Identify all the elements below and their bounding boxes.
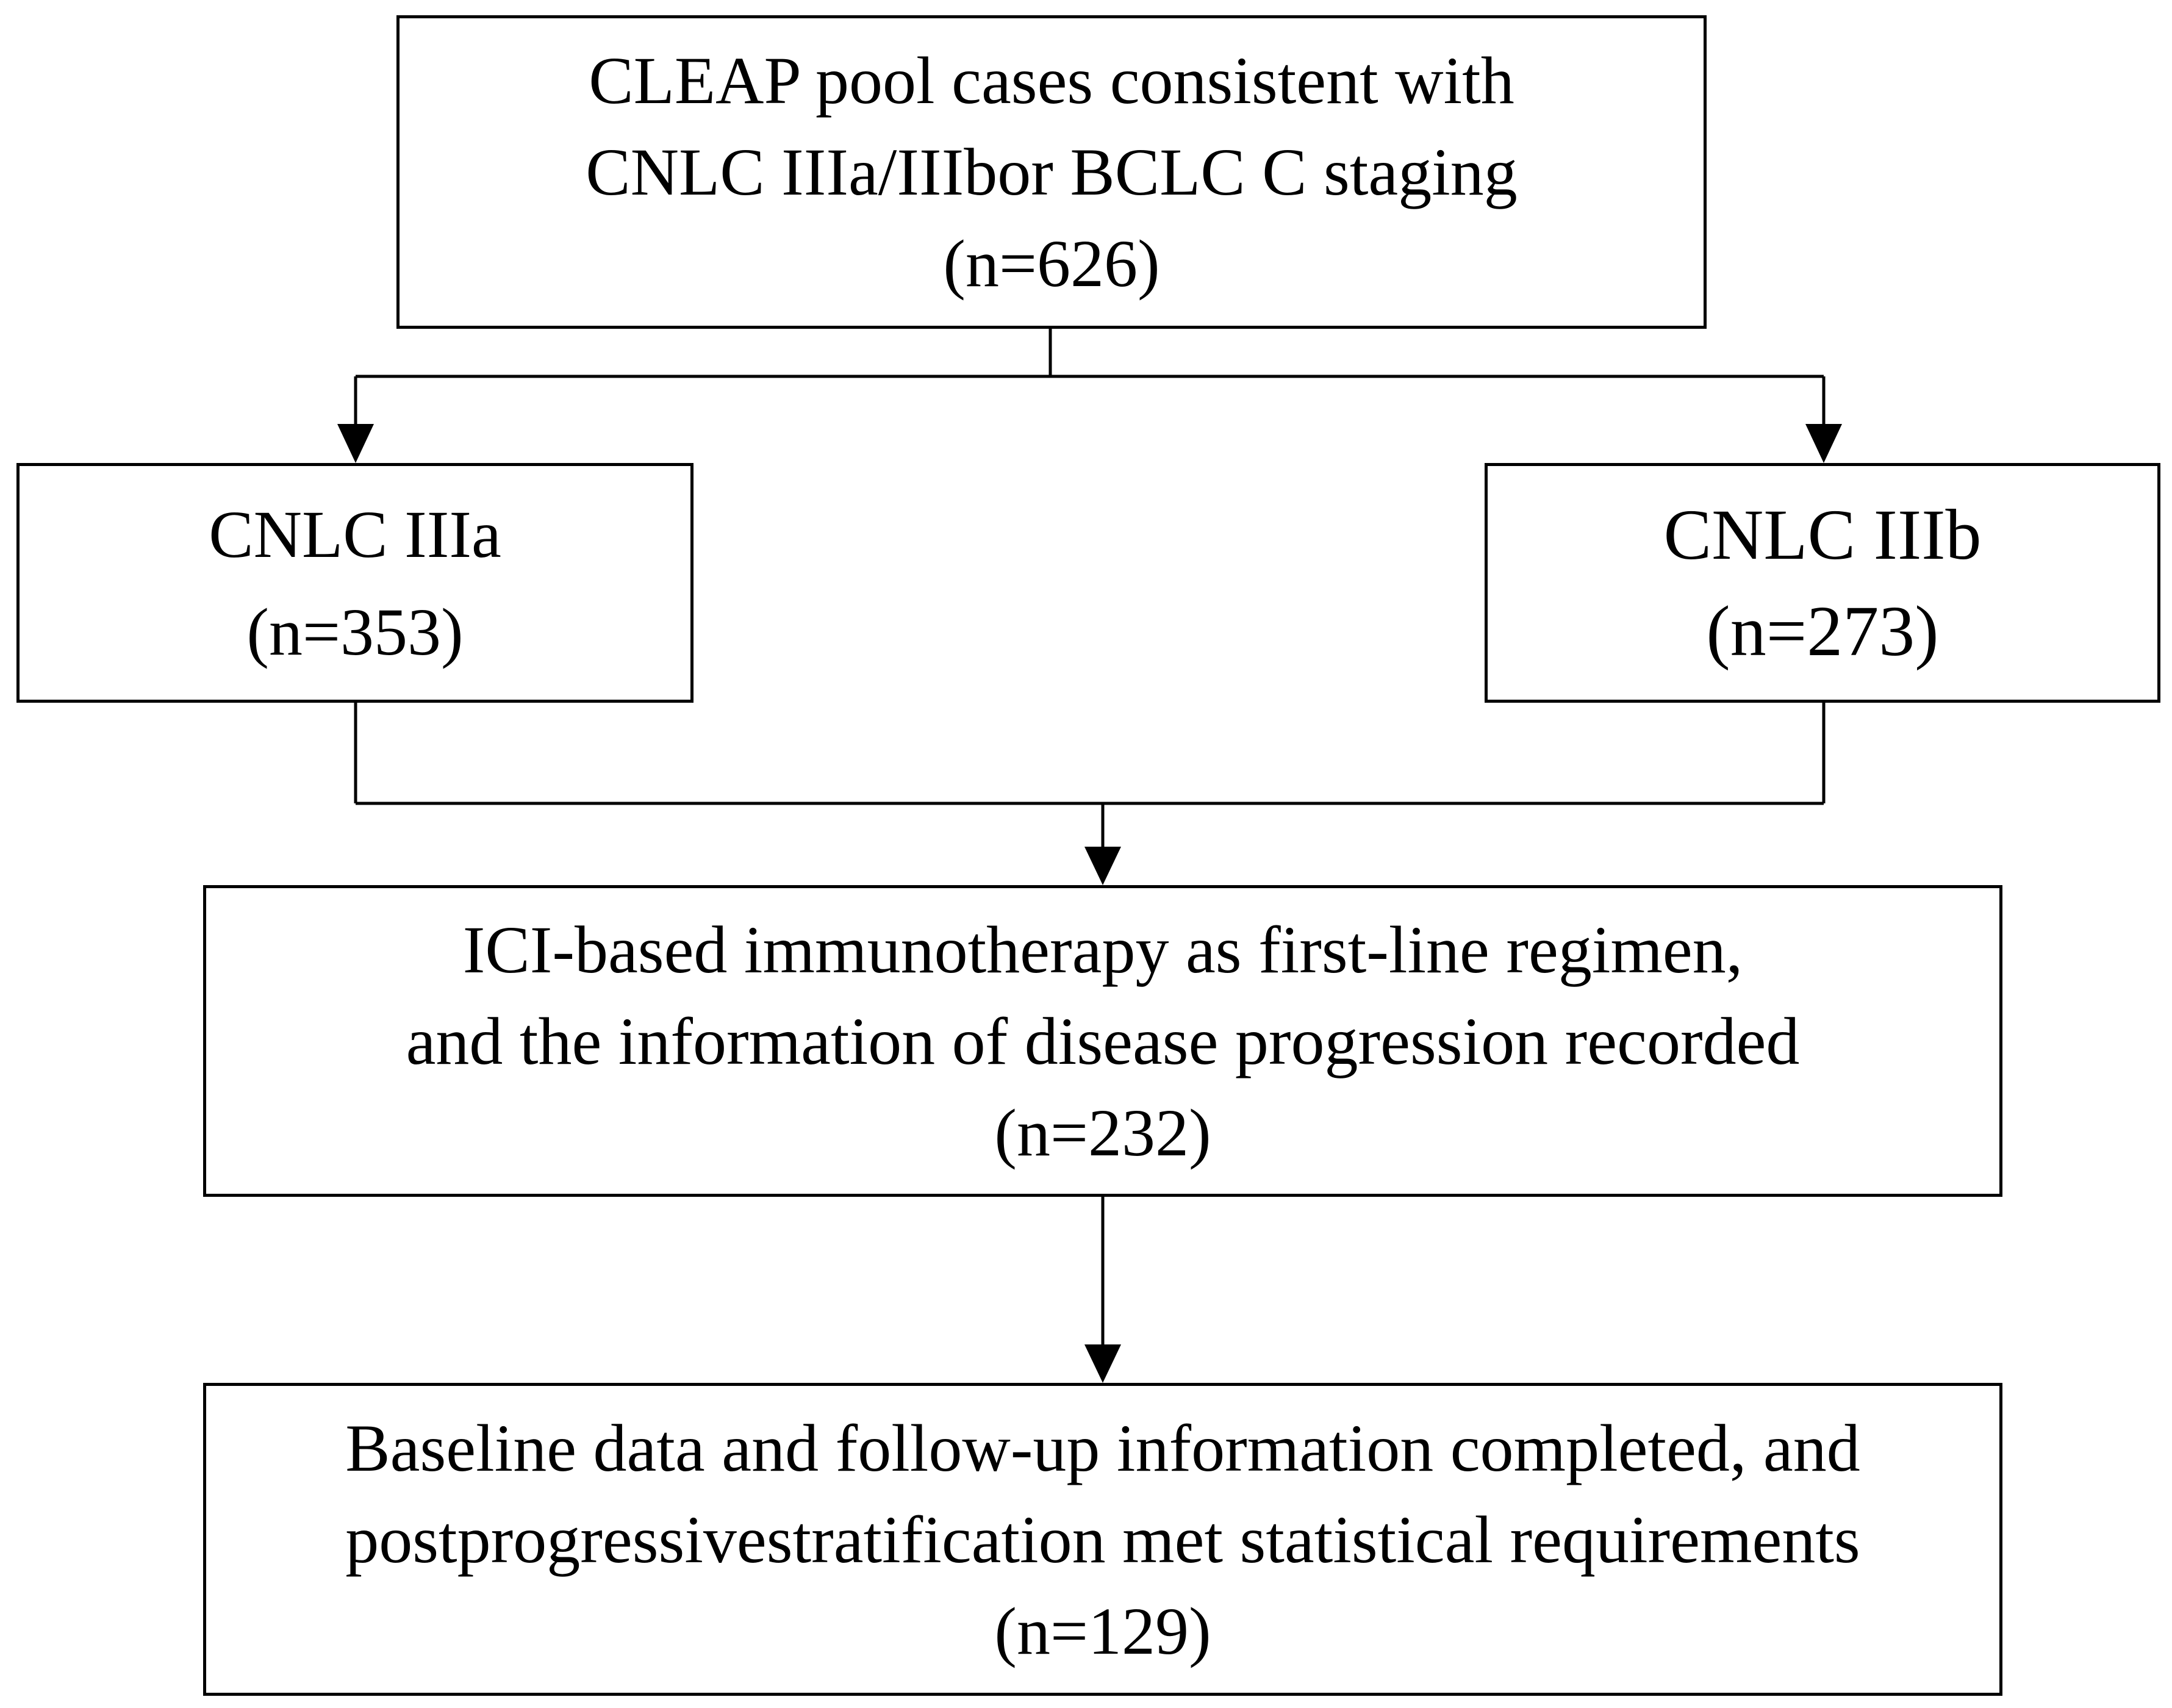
- box-baseline-followup: Baseline data and follow-up information …: [203, 1383, 2002, 1696]
- box-text-line: CNLC IIIa: [209, 497, 501, 572]
- box-text-line: CLEAP pool cases consistent with: [589, 43, 1514, 118]
- arrowhead-to-baseline: [1084, 1344, 1121, 1383]
- box-text-line: CNLC IIIb: [1663, 494, 1982, 575]
- box-count: (n=273): [1706, 590, 1939, 671]
- box-count: (n=353): [246, 594, 464, 669]
- arrowhead-to-iiib: [1805, 424, 1842, 463]
- box-text-line: Baseline data and follow-up information …: [345, 1410, 1860, 1485]
- box-count: (n=232): [994, 1095, 1211, 1170]
- box-text-line: postprogressivestratification met statis…: [345, 1502, 1860, 1577]
- box-cleap-pool-cases: CLEAP pool cases consistent with CNLC II…: [396, 15, 1707, 329]
- box-text-line: and the information of disease progressi…: [406, 1003, 1800, 1078]
- box-count: (n=129): [994, 1593, 1211, 1668]
- box-ici-immunotherapy: ICI-based immunotherapy as first-line re…: [203, 885, 2002, 1197]
- box-count: (n=626): [943, 226, 1160, 301]
- box-cnlc-iiib: CNLC IIIb (n=273): [1485, 463, 2160, 703]
- box-text-line: ICI-based immunotherapy as first-line re…: [462, 912, 1743, 987]
- box-text-line: CNLC IIIa/IIIbor BCLC C staging: [586, 135, 1518, 209]
- arrowhead-to-iiia: [337, 424, 374, 463]
- arrowhead-to-ici: [1084, 847, 1121, 885]
- box-cnlc-iiia: CNLC IIIa (n=353): [16, 463, 694, 703]
